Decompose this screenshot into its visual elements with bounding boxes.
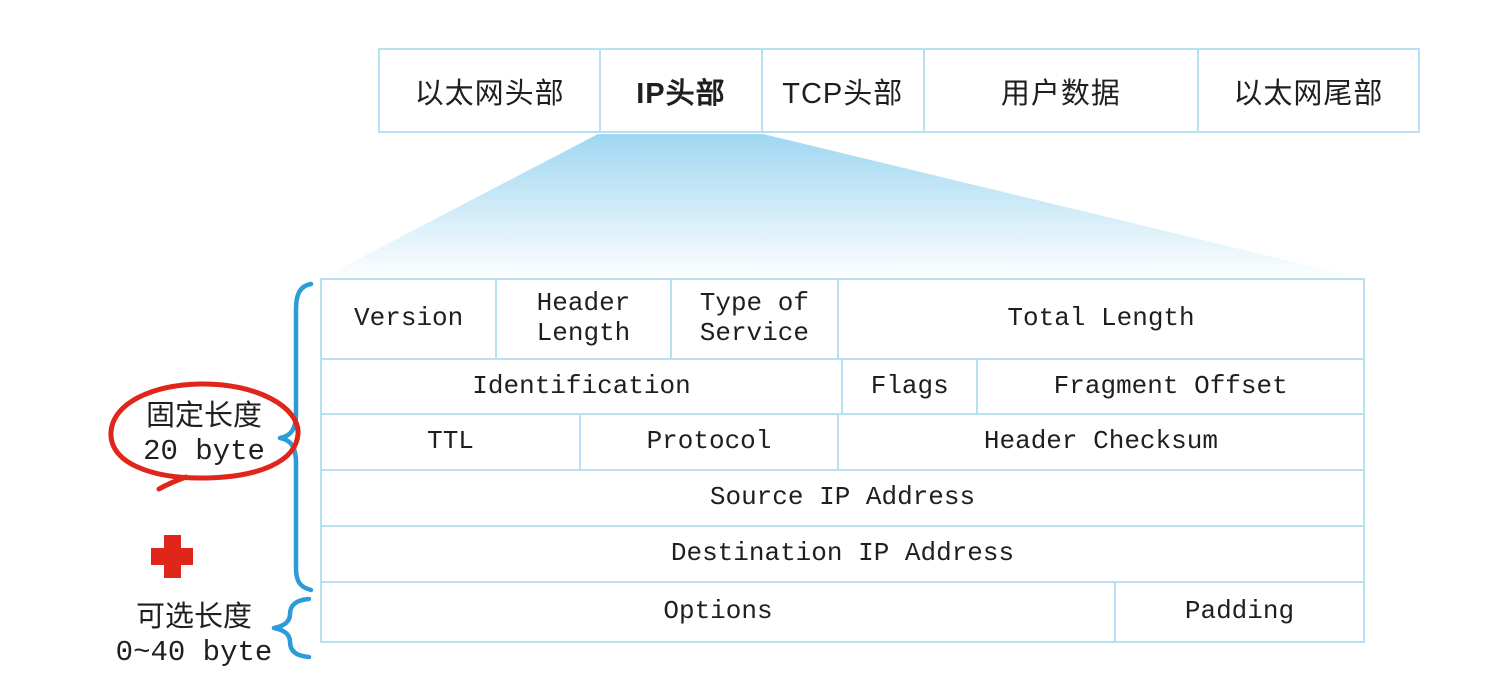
field-source-ip: Source IP Address (709, 482, 976, 513)
optional-length-byte-text: 0~40 byte (115, 636, 273, 669)
field-flags: Flags (843, 360, 979, 413)
red-plus-icon (151, 535, 193, 578)
red-circle-tail (156, 474, 189, 492)
packet-structure-row: 以太网头部 IP头部 TCP头部 用户数据 以太网尾部 (378, 48, 1420, 133)
table-row-4: Source IP Address (322, 471, 1363, 527)
field-header-checksum: Header Checksum (983, 426, 1218, 457)
table-row-6: Options Padding (322, 583, 1363, 641)
packet-cell-ethernet-trailer: 以太网尾部 (1233, 77, 1384, 110)
packet-cell-ethernet-header: 以太网头部 (380, 50, 602, 131)
field-total-length: Total Length (1007, 303, 1195, 334)
field-ttl: TTL (322, 415, 581, 469)
table-row-1: Version Header Length Type of Service To… (322, 280, 1363, 360)
field-padding: Padding (1184, 596, 1295, 627)
field-destination-ip: Destination IP Address (670, 538, 1015, 569)
packet-cell-user-data: 用户数据 (925, 50, 1199, 131)
optional-length-label-text: 可选长度 (135, 601, 252, 633)
field-fragment-offset: Fragment Offset (1053, 370, 1288, 401)
field-identification: Identification (322, 360, 844, 413)
field-options: Options (322, 583, 1116, 641)
optional-length-label: 可选长度 0~40 byte (94, 600, 294, 670)
field-protocol: Protocol (581, 415, 839, 469)
fixed-length-label-text: 固定长度 (145, 400, 262, 432)
fixed-length-label: 固定长度 20 byte (104, 399, 304, 469)
table-row-2: Identification Flags Fragment Offset (322, 360, 1363, 415)
table-row-5: Destination IP Address (322, 527, 1363, 583)
fixed-length-byte-text: 20 byte (143, 435, 265, 468)
field-header-length: Header Length (497, 280, 672, 358)
funnel-shape (322, 134, 1360, 278)
field-type-of-service: Type of Service (672, 280, 840, 358)
field-version: Version (322, 280, 498, 358)
ip-header-table: Version Header Length Type of Service To… (320, 278, 1365, 643)
packet-cell-tcp-header: TCP头部 (763, 50, 925, 131)
table-row-3: TTL Protocol Header Checksum (322, 415, 1363, 471)
packet-cell-ip-header: IP头部 (601, 50, 763, 131)
